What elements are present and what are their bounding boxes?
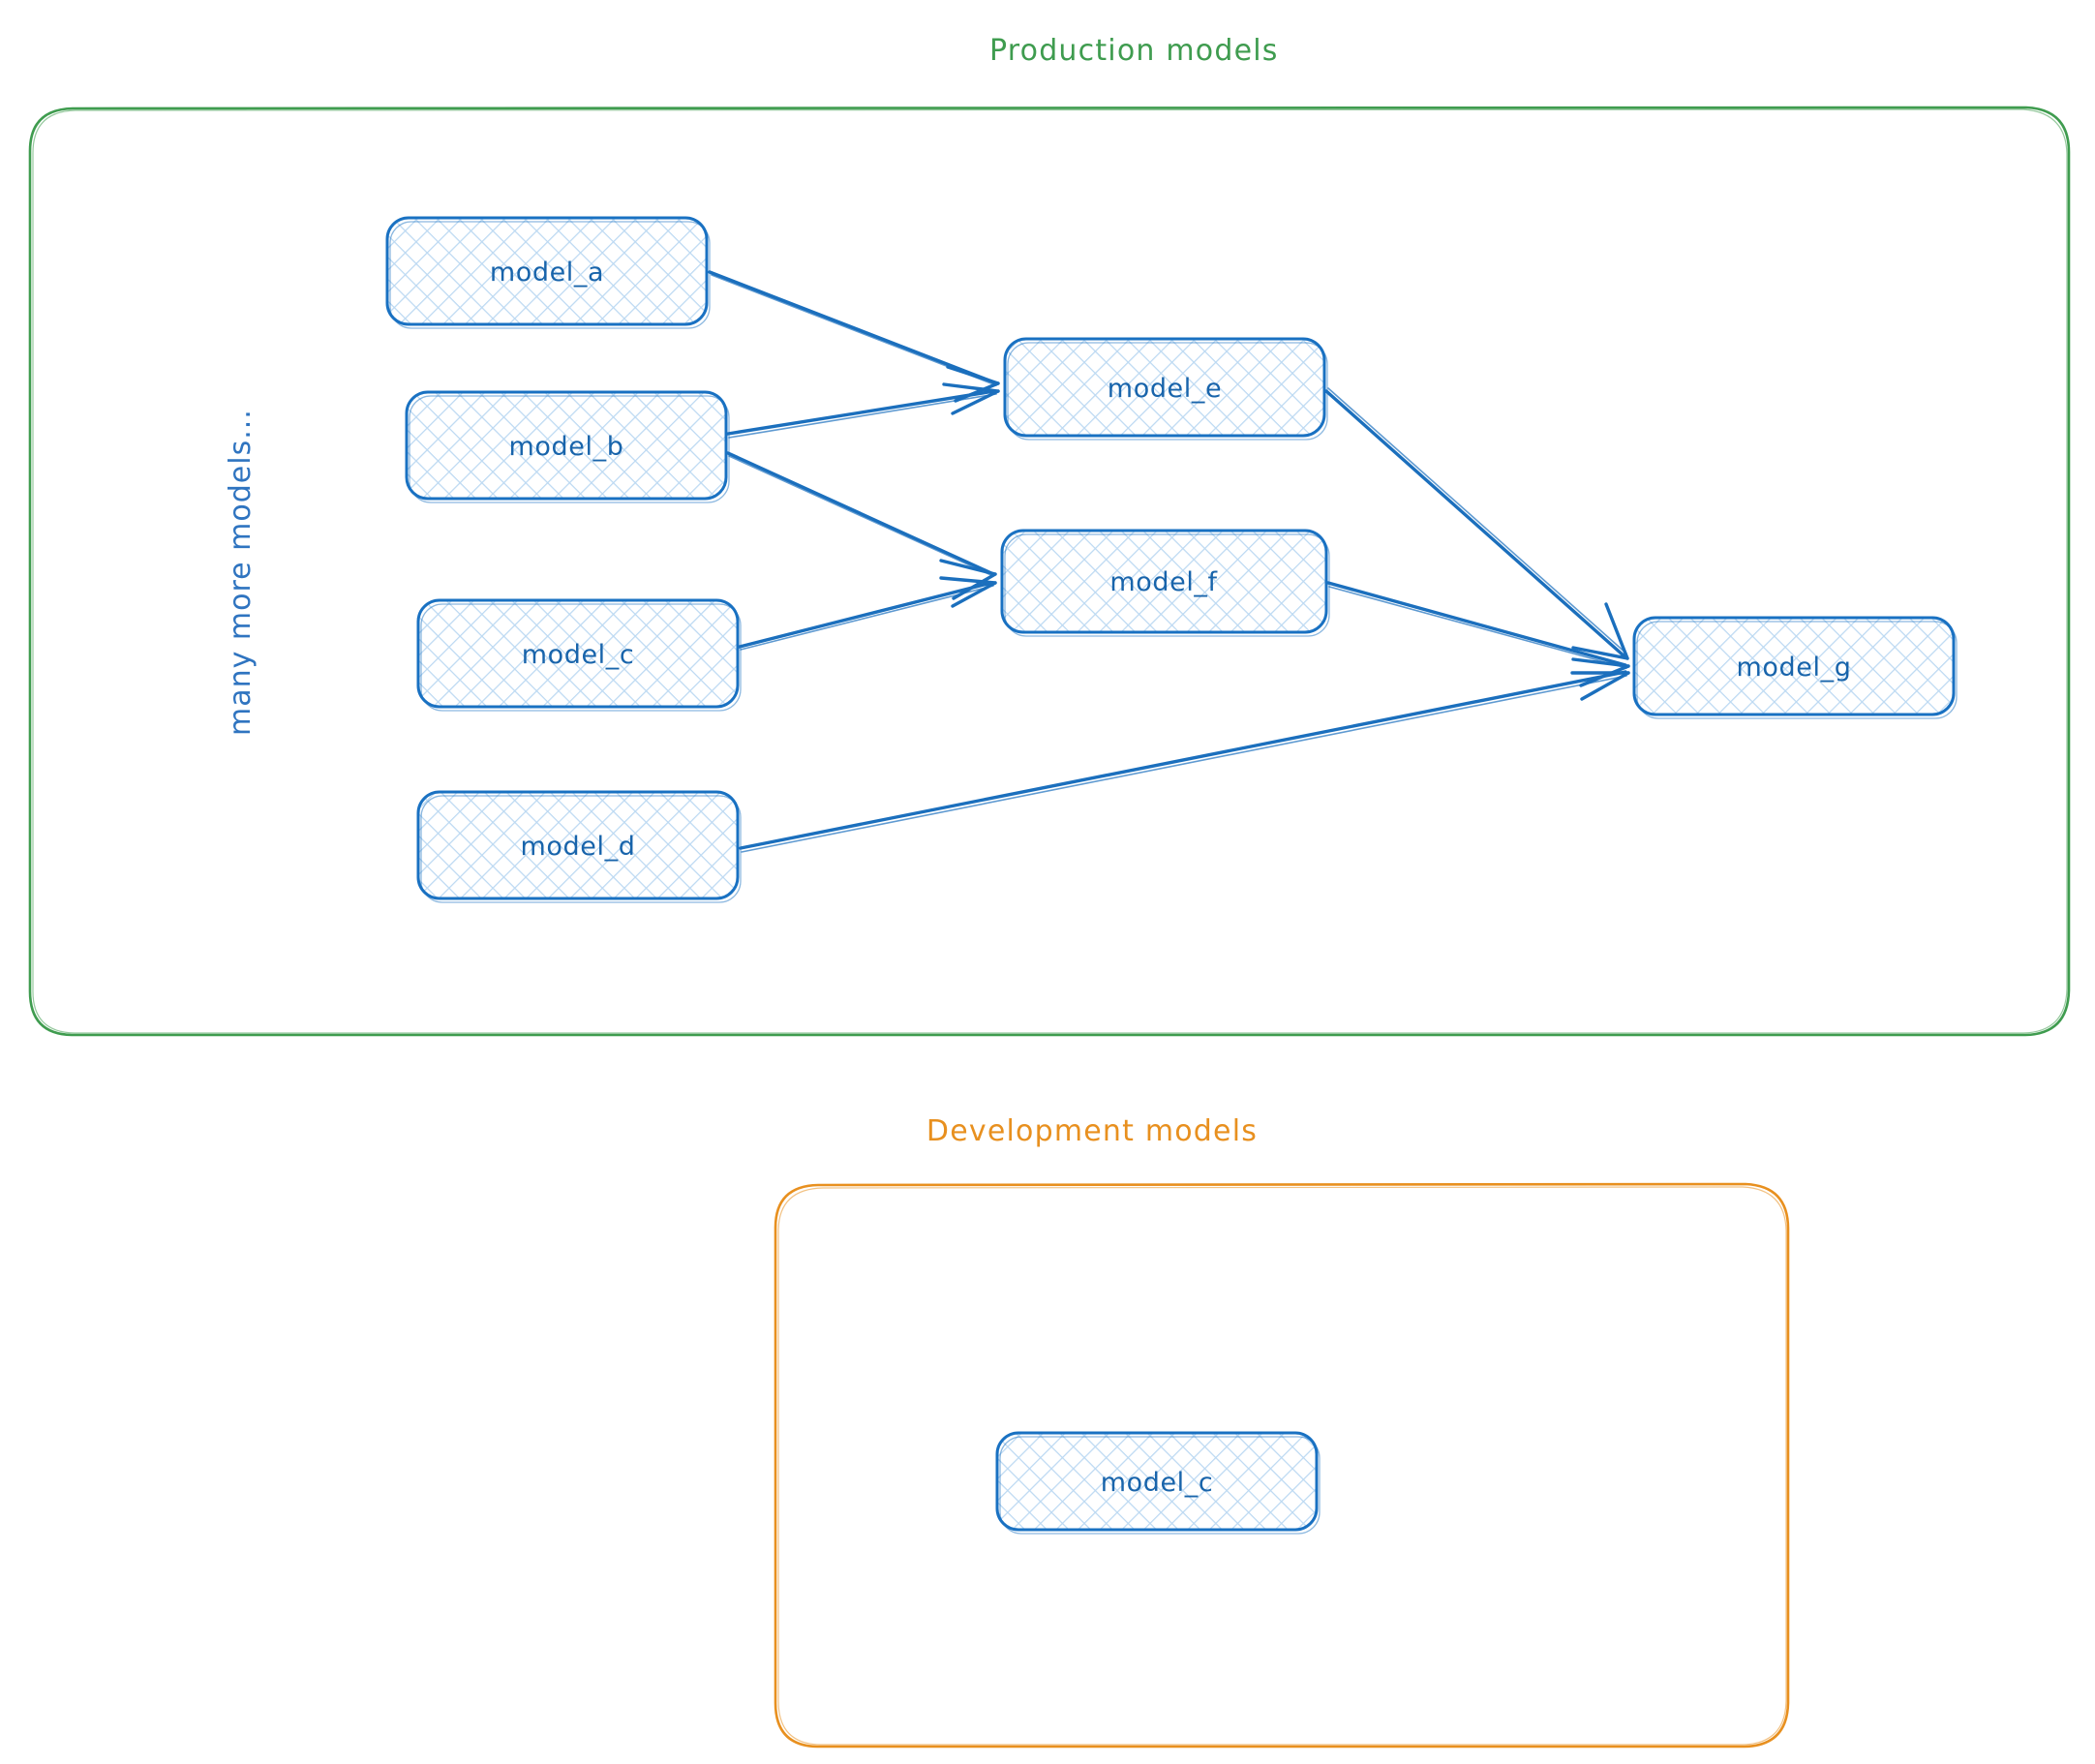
node-model-c-production-shape-sketch bbox=[420, 603, 742, 712]
side-label-many-more-models: many more models... bbox=[224, 409, 258, 736]
node-model-c-production-label: model_c bbox=[522, 640, 635, 670]
node-model-a-label: model_a bbox=[490, 258, 604, 288]
node-model-d-label: model_d bbox=[521, 832, 636, 862]
node-model-d-shape[interactable] bbox=[416, 790, 740, 900]
development-container-border-sketch bbox=[777, 1186, 1787, 1746]
group-development bbox=[774, 1182, 1790, 1749]
node-model-e-shape-sketch bbox=[1007, 342, 1328, 441]
node-model-c-production[interactable]: model_c bbox=[416, 598, 742, 712]
node-model-c-development-label: model_c bbox=[1101, 1468, 1214, 1498]
node-model-g-label: model_g bbox=[1737, 653, 1852, 683]
node-model-b[interactable]: model_b bbox=[405, 390, 730, 503]
edge-model-c-to-model-f bbox=[738, 576, 997, 651]
node-model-d[interactable]: model_d bbox=[416, 790, 742, 903]
production-group-title: Production models bbox=[989, 34, 1279, 68]
production-container-border-sketch bbox=[32, 108, 2068, 1034]
node-model-f-label: model_f bbox=[1109, 567, 1218, 597]
node-model-b-label: model_b bbox=[509, 432, 624, 462]
node-model-e-shape[interactable] bbox=[1003, 337, 1326, 438]
node-model-a[interactable]: model_a bbox=[385, 216, 711, 329]
node-model-f[interactable]: model_f bbox=[1000, 529, 1330, 637]
node-model-g-shape[interactable] bbox=[1632, 616, 1956, 716]
edge-model-e-to-model-g bbox=[1324, 387, 1629, 660]
node-model-c-development-shape-sketch bbox=[999, 1436, 1321, 1535]
node-model-g[interactable]: model_g bbox=[1632, 616, 1958, 719]
edge-model-d-to-model-g bbox=[739, 670, 1630, 853]
production-container-border bbox=[28, 106, 2071, 1037]
edge-model-a-to-model-e bbox=[708, 270, 1000, 403]
development-group-title: Development models bbox=[926, 1114, 1258, 1148]
node-model-e[interactable]: model_e bbox=[1003, 337, 1328, 441]
edge-model-b-to-model-e bbox=[726, 382, 1000, 439]
node-model-e-label: model_e bbox=[1108, 374, 1222, 404]
node-model-a-shape-sketch bbox=[389, 221, 711, 329]
development-container-border bbox=[774, 1182, 1790, 1749]
node-model-f-shape-sketch bbox=[1004, 533, 1330, 637]
edge-model-b-to-model-f bbox=[726, 451, 997, 600]
group-production bbox=[28, 106, 2071, 1037]
edges-layer bbox=[708, 270, 1630, 853]
node-model-g-shape-sketch bbox=[1636, 621, 1958, 719]
node-model-d-shape-sketch bbox=[420, 795, 742, 903]
node-model-b-shape-sketch bbox=[409, 395, 730, 503]
edge-model-f-to-model-g bbox=[1326, 581, 1630, 687]
node-model-c-development-shape[interactable] bbox=[995, 1431, 1319, 1532]
node-model-c-production-shape[interactable] bbox=[416, 598, 740, 709]
node-model-a-shape[interactable] bbox=[385, 216, 709, 326]
node-model-f-shape[interactable] bbox=[1000, 529, 1328, 634]
node-model-c-development[interactable]: model_c bbox=[995, 1431, 1321, 1535]
node-model-b-shape[interactable] bbox=[405, 390, 728, 501]
